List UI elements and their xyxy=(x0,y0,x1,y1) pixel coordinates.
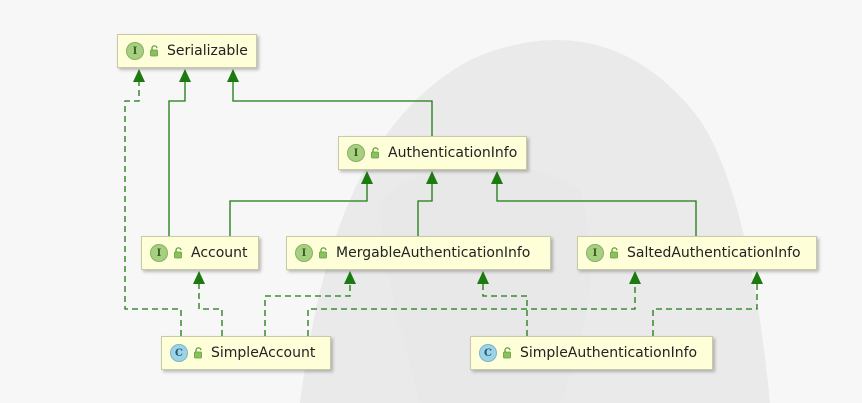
edge-account-extends-serializable xyxy=(168,69,191,236)
unlocked-access-icon xyxy=(194,347,202,359)
node-simpleaccount[interactable]: C SimpleAccount xyxy=(161,336,331,370)
interface-icon: I xyxy=(347,144,365,162)
unlocked-access-icon xyxy=(371,147,379,159)
node-authenticationinfo[interactable]: I AuthenticationInfo xyxy=(338,136,527,170)
edge-simpleauthinfo-implements-mergable xyxy=(477,271,528,336)
edge-simpleaccount-implements-mergable xyxy=(264,271,356,336)
node-label: Account xyxy=(191,245,248,261)
node-simpleauthenticationinfo[interactable]: C SimpleAuthenticationInfo xyxy=(470,336,713,370)
node-label: SaltedAuthenticationInfo xyxy=(627,245,801,261)
unlocked-access-icon xyxy=(610,247,618,259)
node-label: AuthenticationInfo xyxy=(388,145,518,161)
node-label: MergableAuthenticationInfo xyxy=(336,245,531,261)
interface-icon: I xyxy=(150,244,168,262)
unlocked-access-icon xyxy=(503,347,511,359)
edge-simpleaccount-implements-serializable xyxy=(124,69,182,336)
node-mergableauthenticationinfo[interactable]: I MergableAuthenticationInfo xyxy=(286,236,551,270)
node-serializable[interactable]: I Serializable xyxy=(117,34,257,68)
node-saltedauthenticationinfo[interactable]: I SaltedAuthenticationInfo xyxy=(577,236,817,270)
interface-icon: I xyxy=(295,244,313,262)
edge-mergable-extends-authenticationinfo xyxy=(417,171,438,236)
node-label: Serializable xyxy=(167,43,248,59)
edge-simpleaccount-implements-account xyxy=(193,271,223,336)
node-label: SimpleAuthenticationInfo xyxy=(520,345,698,361)
node-account[interactable]: I Account xyxy=(141,236,259,270)
interface-icon: I xyxy=(586,244,604,262)
edge-account-extends-authenticationinfo xyxy=(229,171,373,236)
edge-authenticationinfo-extends-serializable xyxy=(227,69,433,136)
edge-simpleaccount-implements-salted xyxy=(307,271,641,336)
class-icon: C xyxy=(479,344,497,362)
unlocked-access-icon xyxy=(174,247,182,259)
edge-simpleauthinfo-implements-salted xyxy=(652,271,763,336)
edge-salted-extends-authenticationinfo xyxy=(491,171,697,236)
unlocked-access-icon xyxy=(319,247,327,259)
interface-icon: I xyxy=(126,42,144,60)
node-label: SimpleAccount xyxy=(211,345,316,361)
class-icon: C xyxy=(170,344,188,362)
unlocked-access-icon xyxy=(150,45,158,57)
